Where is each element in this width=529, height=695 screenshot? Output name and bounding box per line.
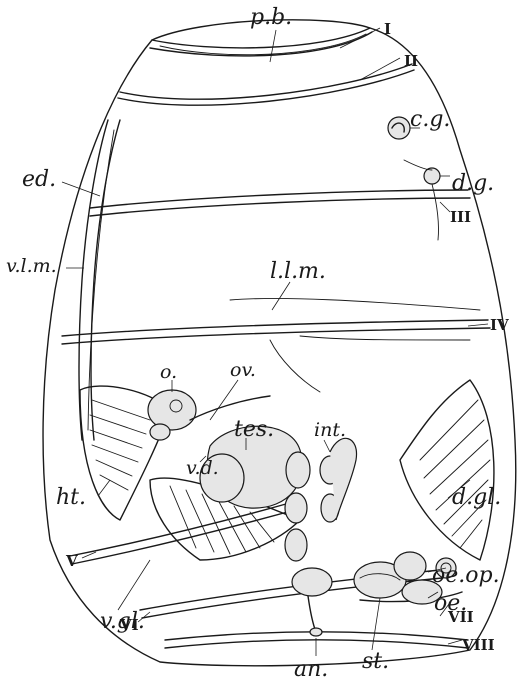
numeral-II: II <box>404 52 418 70</box>
intestine <box>285 438 357 596</box>
cerebral-ganglion <box>388 117 410 139</box>
label-int: int. <box>314 419 346 441</box>
numeral-VI: VI <box>119 616 139 634</box>
numeral-III: III <box>450 208 471 226</box>
muscle-band-IV <box>62 320 490 344</box>
internal-lines <box>230 298 480 392</box>
numeral-VII: VII <box>447 608 474 626</box>
label-ov: ov. <box>230 359 256 381</box>
ovary <box>148 390 196 440</box>
label-oeop: oe.op. <box>432 563 500 588</box>
dorsal-gland <box>404 160 440 240</box>
label-dg: d.g. <box>452 171 494 196</box>
anus <box>308 596 322 636</box>
label-an: an. <box>294 657 328 682</box>
label-ht: ht. <box>56 485 86 510</box>
numeral-V: V <box>65 552 78 570</box>
muscle-band-V <box>70 500 302 564</box>
label-o: o. <box>160 361 177 383</box>
numeral-I: I <box>384 20 391 38</box>
label-cg: c.g. <box>410 107 450 132</box>
label-dgl: d.gl. <box>452 485 501 510</box>
dorsal-gland-bars <box>400 380 494 560</box>
numeral-IV: IV <box>490 316 509 334</box>
label-ed: ed. <box>22 167 56 192</box>
muscle-band-III <box>90 190 470 216</box>
numeral-VIII: VIII <box>461 636 495 654</box>
endostyle <box>79 120 120 440</box>
label-vd: v.d. <box>186 457 219 479</box>
label-tes: tes. <box>234 417 274 442</box>
muscle-band-II <box>118 64 414 105</box>
label-llm: l.l.m. <box>270 259 326 284</box>
label-vlm: v.l.m. <box>6 255 57 277</box>
label-st: st. <box>362 649 389 674</box>
label-pb: p.b. <box>250 5 292 30</box>
